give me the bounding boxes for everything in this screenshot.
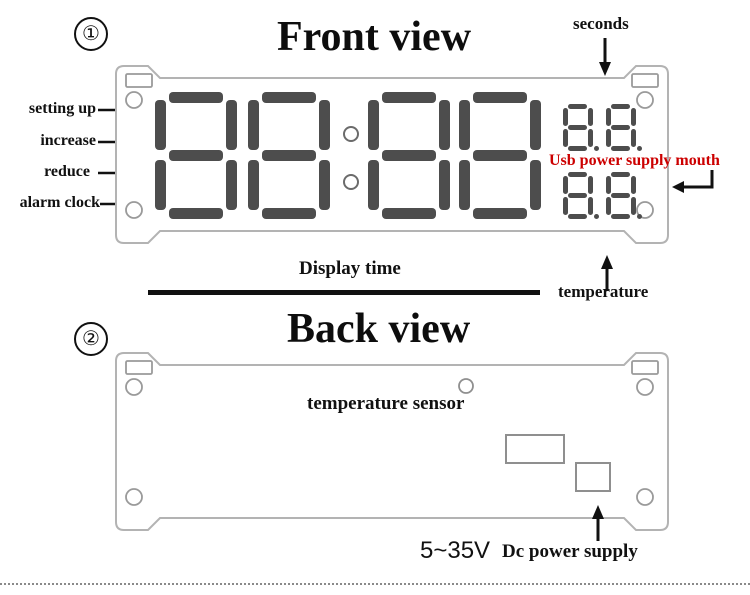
label-reduce: reduce [44,163,90,180]
back-view-title: Back view [287,306,471,352]
sensor-circle-icon [457,377,475,395]
front-view-title: Front view [277,14,472,60]
display-temperature-ones [606,172,642,220]
up-arrow-icon [597,255,617,291]
display-digit-hour-ones [248,92,330,220]
display-time-underline [148,290,540,295]
voltage-range-label: 5~35V [420,537,491,564]
down-arrow-icon [595,38,615,76]
display-time-caption: Display time [299,258,401,279]
step-number-2: ② [74,322,108,356]
dc-power-supply-label: Dc power supply [502,541,638,562]
seconds-callout-label: seconds [573,14,629,33]
back-board-outline [112,349,672,534]
display-digit-minute-tens [368,92,450,220]
usb-power-callout-label: Usb power supply mouth [549,152,720,169]
temperature-sensor-label: temperature sensor [307,393,465,414]
display-colon [339,92,369,220]
label-alarm-clock: alarm clock [19,194,100,211]
label-setting-up: setting up [28,100,96,117]
display-digit-minute-ones [459,92,541,220]
label-increase: increase [40,132,96,149]
connector-small [575,462,611,492]
up-arrow-icon [588,505,608,541]
bent-left-arrow-icon [672,170,718,196]
display-seconds-tens [563,104,599,152]
connector-large [505,434,565,464]
bottom-divider [0,583,750,585]
display-seconds-ones [606,104,642,152]
display-digit-hour-tens [155,92,237,220]
step-number-1: ① [74,17,108,51]
display-temperature-tens [563,172,599,220]
temperature-callout-label: temperature [558,282,649,301]
